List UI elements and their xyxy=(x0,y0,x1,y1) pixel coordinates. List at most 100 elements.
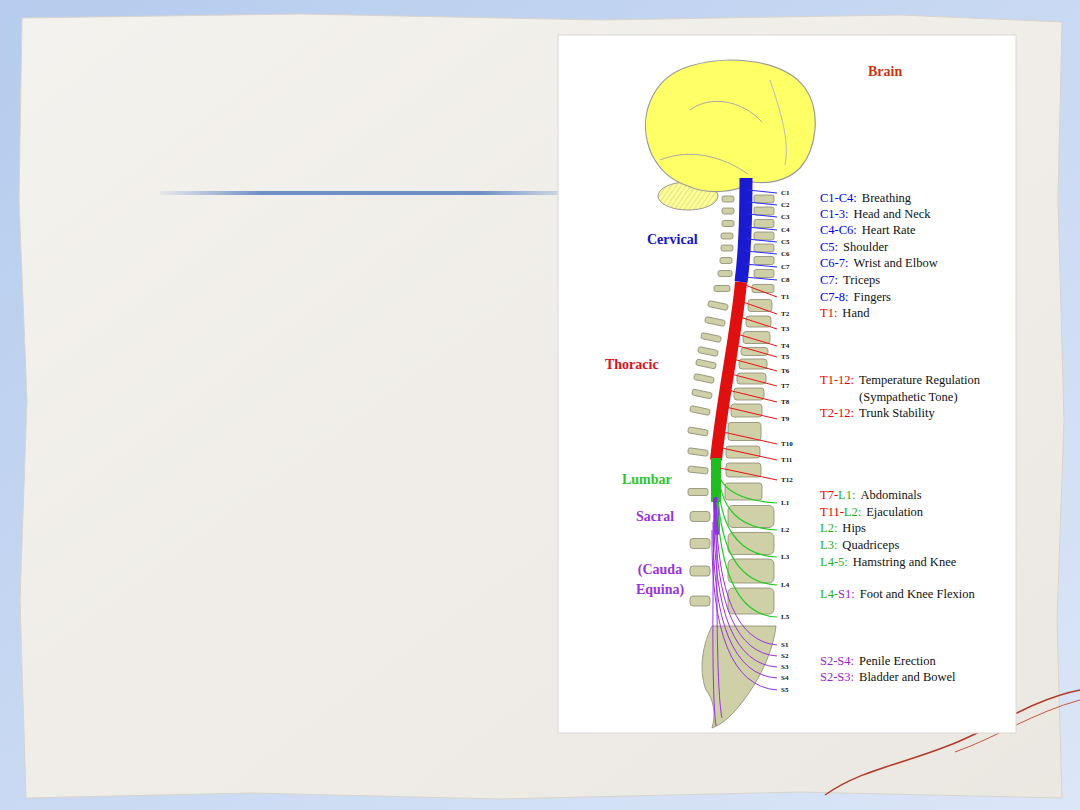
function-text: Fingers xyxy=(853,289,891,306)
level-label: C7 xyxy=(781,263,790,271)
organ-label: Brain xyxy=(868,64,902,80)
level-label: C3 xyxy=(781,213,790,221)
function-row: T1-12: Temperature Regulation (Sympatheti… xyxy=(820,372,1009,405)
level-code: C5: xyxy=(820,240,838,254)
function-text: Hamstring and Knee xyxy=(853,554,956,571)
level-code: C7-8: xyxy=(820,290,848,304)
figure-panel xyxy=(558,35,1016,733)
level-label: T4 xyxy=(781,342,789,350)
level-label: T10 xyxy=(781,440,793,448)
level-label: T1 xyxy=(781,293,789,301)
level-label: T7 xyxy=(781,382,789,390)
cervical-nerves xyxy=(744,190,777,280)
level-code: S2-S4: xyxy=(820,654,854,668)
level-label: T3 xyxy=(781,325,789,333)
function-row: S2-S4: Penile Erection xyxy=(820,653,936,670)
function-text: Temperature Regulation (Sympathetic Tone… xyxy=(859,372,1009,405)
function-row: T1: Hand xyxy=(820,305,869,322)
level-label: C6 xyxy=(781,250,790,258)
level-code: L3: xyxy=(820,538,837,552)
paper-sheet xyxy=(19,14,1064,799)
function-text: Hand xyxy=(842,305,869,322)
function-text: Quadriceps xyxy=(842,537,899,554)
function-text: Bladder and Bowel xyxy=(859,669,956,686)
function-text: Shoulder xyxy=(843,239,888,256)
lumbar-nerves xyxy=(717,478,777,617)
level-label: S3 xyxy=(781,663,788,671)
function-text: Head and Neck xyxy=(853,206,930,223)
function-row: C7-8: Fingers xyxy=(820,289,891,306)
level-label: L1 xyxy=(781,499,789,507)
function-text: Penile Erection xyxy=(859,653,936,670)
level-code: T11- xyxy=(820,505,844,519)
function-text: Heart Rate xyxy=(862,222,916,239)
function-row: C7:Triceps xyxy=(820,272,880,289)
level-code: S2-S3: xyxy=(820,670,854,684)
level-label: T11 xyxy=(781,456,792,464)
thoracic-nerves xyxy=(720,285,777,480)
region-label: Lumbar xyxy=(622,472,672,488)
function-row: L2:Hips xyxy=(820,520,866,537)
level-code: C4-C6: xyxy=(820,223,857,237)
level-label: T2 xyxy=(781,310,789,318)
cauda-equina xyxy=(712,505,777,726)
level-label: S1 xyxy=(781,641,788,649)
region-label: Cervical xyxy=(647,232,698,248)
function-text: Abdominals xyxy=(860,487,921,504)
level-code: S1: xyxy=(838,587,855,601)
level-label: L4 xyxy=(781,581,789,589)
level-label: S2 xyxy=(781,652,788,660)
level-code: T2-12: xyxy=(820,406,854,420)
brain-fold xyxy=(660,154,748,174)
cervical-cord xyxy=(741,178,746,282)
level-label: S4 xyxy=(781,674,788,682)
level-label: C1 xyxy=(781,189,790,197)
function-text: Trunk Stability xyxy=(859,405,935,422)
level-code: L1: xyxy=(838,488,855,502)
function-row: C5: Shoulder xyxy=(820,239,888,256)
level-code: C7: xyxy=(820,273,838,287)
level-label: L2 xyxy=(781,526,789,534)
level-label: L5 xyxy=(781,613,789,621)
brain-fold xyxy=(690,101,762,122)
function-text: Foot and Knee Flexion xyxy=(860,586,975,603)
function-row: T2-12: Trunk Stability xyxy=(820,405,935,422)
function-row: C1-C4: Breathing xyxy=(820,190,911,207)
level-label: C4 xyxy=(781,226,790,234)
level-code: T1: xyxy=(820,306,837,320)
function-row: C6-7:Wrist and Elbow xyxy=(820,255,938,272)
level-code: C1-C4: xyxy=(820,191,857,205)
level-label: C5 xyxy=(781,238,790,246)
level-label: C8 xyxy=(781,276,790,284)
region-label: Thoracic xyxy=(605,357,659,373)
function-row: C4-C6: Heart Rate xyxy=(820,222,916,239)
function-row: T7-L1: Abdominals xyxy=(820,487,922,504)
function-text: Wrist and Elbow xyxy=(853,255,937,272)
level-label: T8 xyxy=(781,398,789,406)
level-label: L3 xyxy=(781,553,789,561)
function-row: S2-S3: Bladder and Bowel xyxy=(820,669,956,686)
function-text: Breathing xyxy=(862,190,911,207)
level-label: T12 xyxy=(781,476,793,484)
function-row: T11-L2: Ejaculation xyxy=(820,504,923,521)
cerebrum xyxy=(646,60,816,191)
level-code: T1-12: xyxy=(820,373,854,387)
level-label: T5 xyxy=(781,353,789,361)
level-code: L2: xyxy=(844,505,861,519)
region-label: (Cauda Equina) xyxy=(626,560,694,600)
level-label: T9 xyxy=(781,415,789,423)
function-row: L3: Quadriceps xyxy=(820,537,899,554)
level-code: L2: xyxy=(820,521,837,535)
level-label: C2 xyxy=(781,201,790,209)
function-row: L4-5:Hamstring and Knee xyxy=(820,554,956,571)
level-label: S5 xyxy=(781,686,788,694)
function-text: Ejaculation xyxy=(866,504,923,521)
function-row: C1-3: Head and Neck xyxy=(820,206,931,223)
level-code: C1-3: xyxy=(820,207,848,221)
function-row: L4-S1:Foot and Knee Flexion xyxy=(820,586,975,603)
level-code: T7- xyxy=(820,488,838,502)
region-label: Sacral xyxy=(636,509,674,525)
